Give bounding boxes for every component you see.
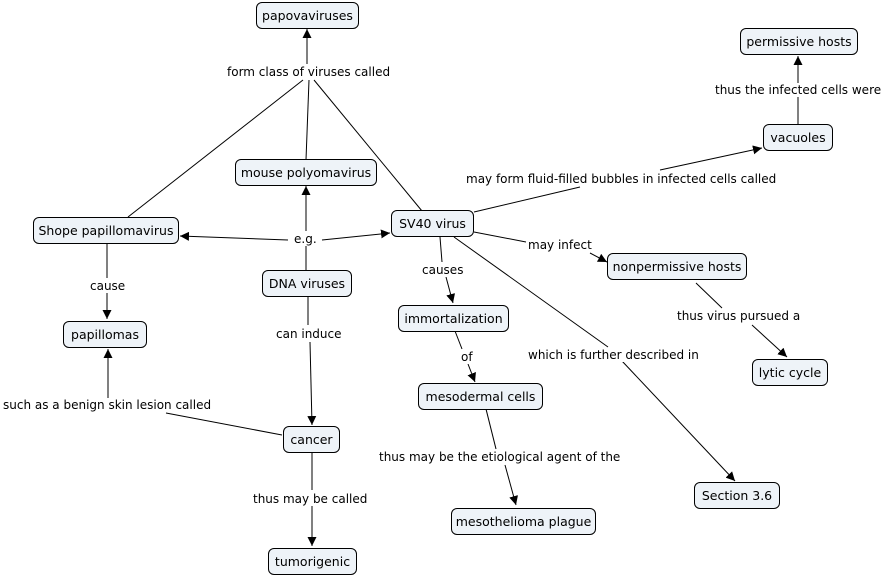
connector-mouse-to-form-class [305,79,310,161]
link-may-infect: may infect [527,238,593,252]
concept-immortalization[interactable]: immortalization [398,305,509,332]
link-thus-lytic: thus virus pursued a [676,309,802,323]
link-etiological: thus may be the etiological agent of the [378,450,622,464]
connector-eg-to-shope [179,231,289,241]
connector-cancer-to-benign-lesion [165,412,283,436]
connector-sv40-to-causes [439,236,443,263]
connector-can-induce-to-cancer [307,341,317,426]
concept-mesothelioma-plague[interactable]: mesothelioma plague [451,508,596,535]
connector-thus-lytic-to-lytic-cycle [751,324,788,358]
concept-tumorigenic[interactable]: tumorigenic [268,548,357,575]
connector-of-to-mesodermal [467,363,476,383]
connector-may-infect-to-nonpermissive [589,252,608,263]
connector-shope-to-form-class [127,79,304,218]
concept-shope-papillomavirus[interactable]: Shope papillomavirus [33,217,179,244]
connector-eg-to-sv40 [321,229,391,241]
connector-nonpermissive-to-thus-lytic [695,282,723,309]
concept-mesodermal-cells[interactable]: mesodermal cells [418,383,543,410]
connector-sv40-to-may-form [473,186,581,213]
concept-section-3-6[interactable]: Section 3.6 [694,482,780,509]
link-may-form: may form fluid-filled bubbles in infecte… [465,172,778,186]
link-thus-infected: thus the infected cells were [714,83,883,97]
link-causes: causes [421,263,465,277]
concept-permissive-hosts[interactable]: permissive hosts [740,28,858,55]
concept-vacuoles[interactable]: vacuoles [763,124,833,151]
link-cause: cause [89,279,127,293]
connector-immortalization-to-of [454,330,463,350]
connector-mesodermal-to-etiological [485,408,497,450]
connector-sv40-to-further-described [453,236,609,348]
link-form-class: form class of viruses called [226,65,392,79]
connector-further-described-to-section [621,360,736,482]
concept-nonpermissive-hosts[interactable]: nonpermissive hosts [607,253,747,280]
connector-may-form-to-vacuoles [659,145,763,171]
link-eg: e.g. [293,232,318,246]
link-may-be-called: thus may be called [252,492,369,506]
concept-papovaviruses[interactable]: papovaviruses [256,2,359,29]
concept-cancer[interactable]: cancer [283,426,340,453]
connector-causes-to-immortalization [445,276,456,304]
link-further-described: which is further described in [527,348,700,362]
connector-etiological-to-mesothelioma [504,464,518,506]
concept-papillomas[interactable]: papillomas [63,321,147,348]
link-benign-lesion: such as a benign skin lesion called [2,398,213,412]
concept-dna-viruses[interactable]: DNA viruses [262,270,352,297]
link-can-induce: can induce [275,327,343,341]
concept-sv40-virus[interactable]: SV40 virus [391,210,474,237]
connector-sv40-to-form-class [313,79,423,212]
concept-lytic-cycle[interactable]: lytic cycle [752,359,828,386]
connector-sv40-to-may-infect [473,231,527,243]
concept-mouse-polyomavirus[interactable]: mouse polyomavirus [235,159,377,186]
link-of: of [460,350,474,364]
